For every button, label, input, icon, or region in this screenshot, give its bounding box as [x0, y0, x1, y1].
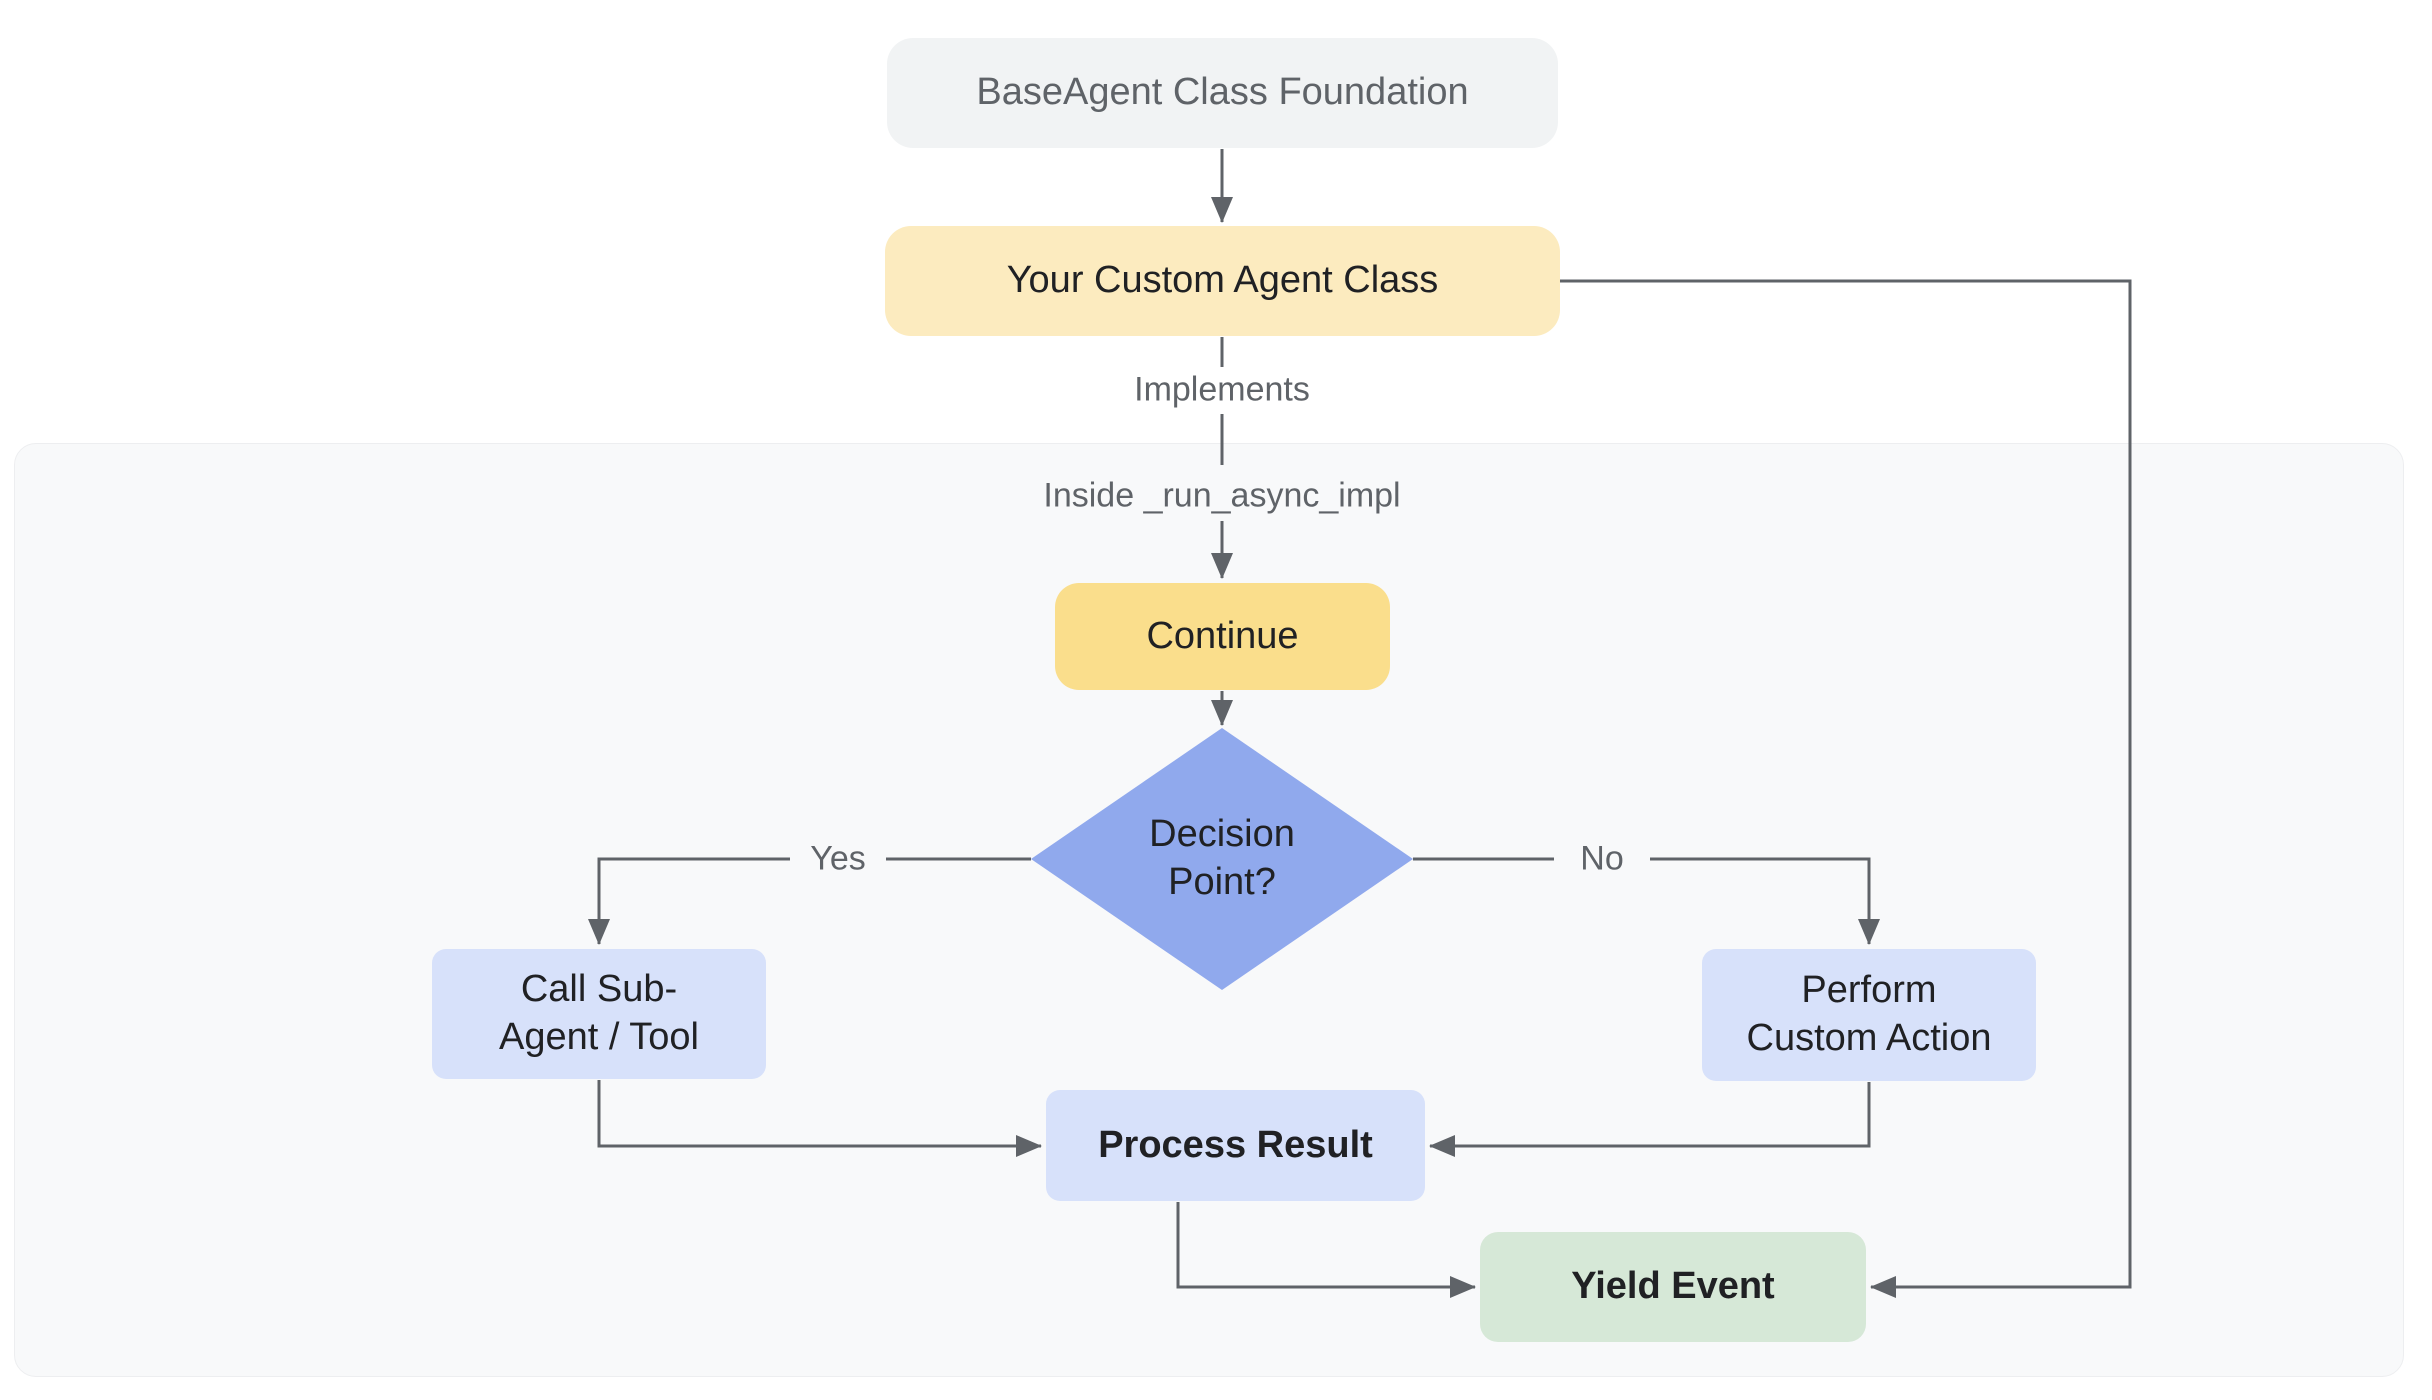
edge-label-inside-run-async-impl: Inside _run_async_impl [1043, 476, 1401, 515]
node-label: Decision Point? [1149, 813, 1295, 903]
edge-label-implements: Implements [1134, 370, 1310, 409]
node-label: Perform Custom Action [1746, 969, 1992, 1059]
node-label: Your Custom Agent Class [1006, 259, 1439, 302]
node-label: Call Sub- Agent / Tool [498, 968, 699, 1058]
node-your-custom-agent-class: Your Custom Agent Class [885, 226, 1560, 336]
node-label: Yield Event [1571, 1265, 1775, 1308]
node-label: Process Result [1098, 1123, 1373, 1166]
node-perform-custom-action: Perform Custom Action [1702, 949, 2036, 1081]
node-decision-point: Decision Point? [1031, 728, 1413, 990]
edge-no-to-perform [1650, 857, 1880, 945]
node-process-result: Process Result [1046, 1090, 1425, 1201]
edge-process-to-yield [1176, 1202, 1476, 1298]
node-continue: Continue [1055, 583, 1390, 690]
edge-call-to-process [597, 1080, 1042, 1157]
node-label: Continue [1146, 614, 1299, 657]
node-yield-event: Yield Event [1480, 1232, 1866, 1342]
edge-label-no: No [1580, 839, 1624, 878]
edge-yes-to-call [588, 857, 790, 945]
edge-custom-to-yield-feedback [1560, 279, 2132, 1298]
edge-label-yes: Yes [810, 839, 866, 878]
edge-perform-to-process [1429, 1082, 1871, 1157]
node-call-sub-agent-tool: Call Sub- Agent / Tool [432, 949, 766, 1079]
diamond-icon [1031, 728, 1413, 990]
node-baseagent-class-foundation: BaseAgent Class Foundation [887, 38, 1558, 148]
node-label: BaseAgent Class Foundation [976, 71, 1469, 114]
